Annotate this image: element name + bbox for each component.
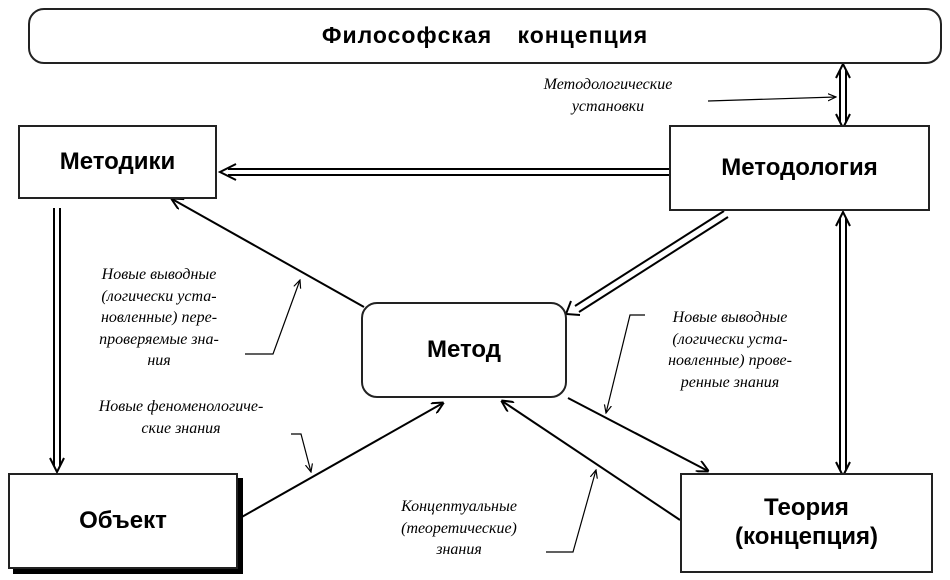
arrow-object-method bbox=[239, 403, 443, 519]
theory-label: Теория bbox=[764, 494, 849, 522]
pointer-methodological bbox=[707, 97, 836, 102]
pointer-new-derived-left bbox=[245, 280, 300, 355]
philosophy-concept-label: Философская концепция bbox=[321, 22, 649, 49]
methods-label: Методики bbox=[59, 147, 176, 175]
arrow-methods-object bbox=[49, 208, 65, 475]
methodological-settings-note: Методологические установки bbox=[543, 76, 673, 115]
new-derived-knowledge-left-note: Новые выводные (логически уста- новленны… bbox=[99, 266, 219, 370]
conceptual-knowledge-note: Концептуальные (теоретические) знания bbox=[401, 498, 517, 559]
theory-box: Теория (концепция) bbox=[680, 473, 933, 573]
method-box: Метод bbox=[361, 302, 567, 398]
method-label: Метод bbox=[426, 335, 502, 363]
theory-sublabel: (концепция) bbox=[735, 523, 878, 550]
arrow-methodology-methods bbox=[217, 163, 672, 181]
philosophy-concept-box: Философская концепция bbox=[28, 8, 942, 64]
new-phenomenological-knowledge-note: Новые феноменологиче- ские знания bbox=[98, 398, 264, 437]
arrow-method-methods bbox=[172, 199, 365, 308]
arrow-method-theory bbox=[567, 397, 708, 471]
arrow-methodology-theory bbox=[835, 209, 851, 479]
pointer-conceptual bbox=[546, 470, 596, 553]
pointer-new-derived-right bbox=[606, 314, 645, 413]
methodology-box: Методология bbox=[669, 125, 930, 211]
new-derived-knowledge-right-note: Новые выводные (логически уста- новленны… bbox=[668, 309, 792, 391]
arrow-methodology-method bbox=[564, 210, 729, 316]
arrow-theory-method bbox=[502, 401, 681, 521]
object-label: Объект bbox=[79, 506, 167, 534]
arrow-philosophy-methodology bbox=[835, 61, 851, 131]
object-box: Объект bbox=[8, 473, 238, 569]
methodology-label: Методология bbox=[721, 153, 878, 181]
methods-box: Методики bbox=[18, 125, 217, 199]
pointer-phenomenological bbox=[291, 433, 311, 472]
